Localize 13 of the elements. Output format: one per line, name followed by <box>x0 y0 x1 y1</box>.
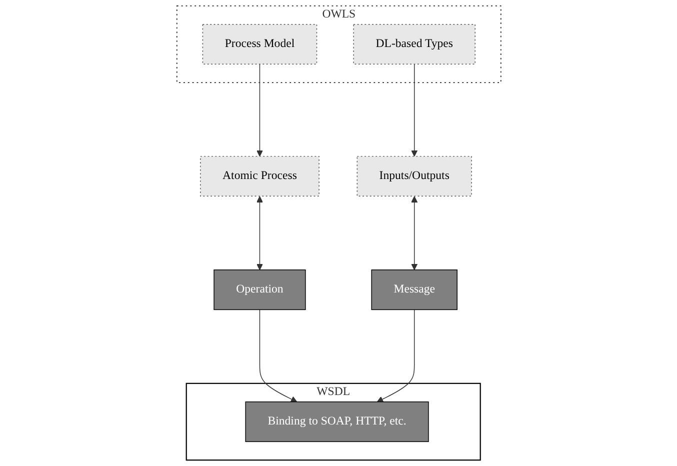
arrow <box>410 196 418 270</box>
arrow <box>410 64 418 157</box>
node-box: Atomic Process <box>200 156 319 196</box>
node-box: Inputs/Outputs <box>356 156 472 196</box>
arrow <box>256 64 263 157</box>
arrow <box>256 196 263 270</box>
node-box: DL-based Types <box>352 24 476 65</box>
node-box: Process Model <box>202 24 317 65</box>
node-box: Operation <box>213 270 306 310</box>
node-box: Binding to SOAP, HTTP, etc. <box>244 401 428 442</box>
node-box: Message <box>370 270 458 310</box>
arrow <box>258 309 297 402</box>
arrow <box>376 309 414 402</box>
